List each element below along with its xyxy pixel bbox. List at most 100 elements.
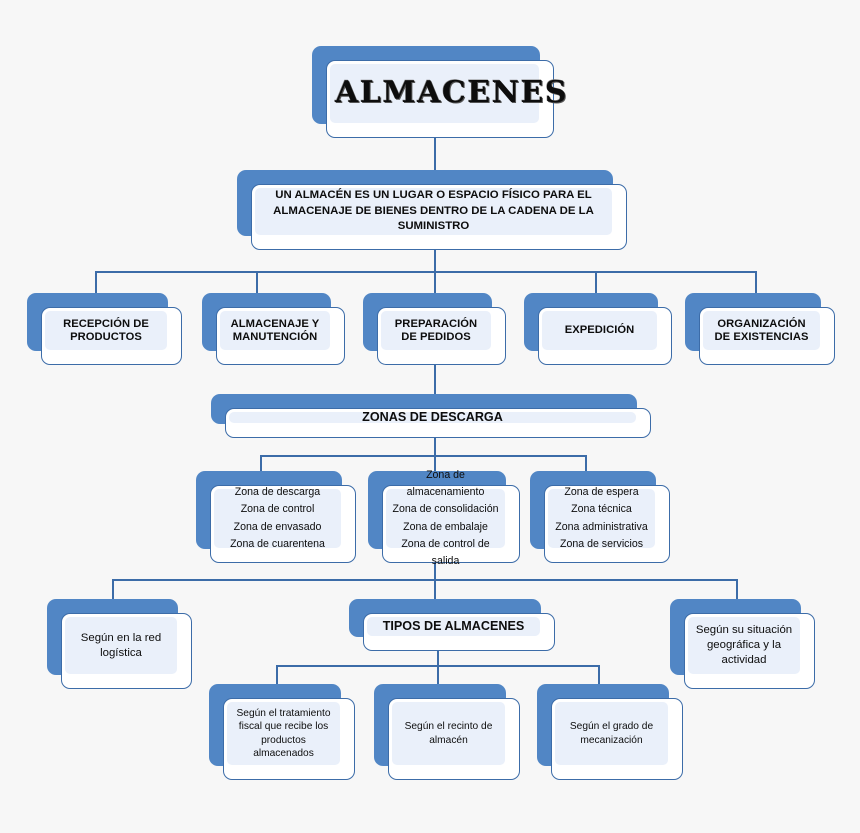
zone-item: Zona administrativa: [555, 520, 648, 533]
connector-pedidos-to-zones: [434, 365, 436, 395]
zone-item: Zona de servicios: [559, 537, 644, 550]
node-criterio-recinto-almacen[interactable]: Según el recinto de almacén: [374, 684, 520, 780]
connector-zonegroup2-down: [434, 562, 436, 580]
node-panel: ALMACENAJE Y MANUTENCIÓN: [220, 311, 330, 350]
node-criterio-red-logistica[interactable]: Según en la red logística: [47, 599, 192, 689]
connector-function-drop-4: [595, 271, 597, 294]
node-funcion-recepcion-de-productos[interactable]: RECEPCIÓN DE PRODUCTOS: [27, 293, 182, 365]
connector-criteria-drop-left: [112, 579, 114, 600]
node-almacenes-title[interactable]: ALMACENES: [312, 46, 569, 138]
node-panel: RECEPCIÓN DE PRODUCTOS: [45, 311, 167, 350]
connector-definition-down: [434, 248, 436, 272]
zone-item: Zona de control de salida: [401, 537, 490, 567]
node-funcion-almacenaje-y-manutencion[interactable]: ALMACENAJE Y MANUTENCIÓN: [202, 293, 345, 365]
connector-criteria-drop-right: [736, 579, 738, 600]
node-label: Según su situación geográfica y la activ…: [695, 624, 793, 666]
node-definition[interactable]: UN ALMACÉN ES UN LUGAR O ESPACIO FÍSICO …: [237, 170, 627, 250]
connector-zonegroup-drop-2: [434, 455, 436, 473]
node-panel: Según en la red logística: [65, 617, 177, 674]
connector-zonegroup-drop-1: [260, 455, 262, 473]
zone-item: Zona de espera: [564, 486, 639, 499]
node-label: ORGANIZACIÓN DE EXISTENCIAS: [714, 317, 809, 343]
node-criterio-tratamiento-fiscal[interactable]: Según el tratamiento fiscal que recibe l…: [209, 684, 355, 780]
node-panel: Según el tratamiento fiscal que recibe l…: [227, 702, 340, 765]
node-panel: PREPARACIÓN DE PEDIDOS: [381, 311, 491, 350]
zone-item: Zona de cuarentena: [230, 537, 325, 550]
node-label: Según el recinto de almacén: [404, 721, 493, 746]
node-card: Según el grado de mecanización: [551, 698, 683, 780]
connector-function-drop-1: [95, 271, 97, 294]
node-card: TIPOS DE ALMACENES: [363, 613, 555, 651]
connector-zonegroup-drop-3: [585, 455, 587, 473]
node-card: ZONAS DE DESCARGA: [225, 408, 651, 438]
node-card: Según en la red logística: [61, 613, 192, 689]
node-label: ZONAS DE DESCARGA: [362, 410, 503, 425]
connector-tipos-drop-1: [276, 665, 278, 685]
connector-tipos-drop-2: [437, 665, 439, 685]
node-label: Según en la red logística: [80, 631, 162, 659]
node-label: Según el tratamiento fiscal que recibe l…: [236, 708, 331, 759]
node-zonas-de-descarga[interactable]: ZONAS DE DESCARGA: [211, 394, 651, 438]
node-card: Según el tratamiento fiscal que recibe l…: [223, 698, 355, 780]
node-label: RECEPCIÓN DE PRODUCTOS: [63, 317, 149, 343]
node-card: ALMACENES: [326, 60, 569, 138]
node-panel: TIPOS DE ALMACENES: [367, 617, 540, 636]
node-card: Según su situación geográfica y la activ…: [684, 613, 815, 689]
node-card: Según el recinto de almacén: [388, 698, 520, 780]
zone-item: Zona de descarga: [234, 486, 321, 499]
node-panel: ZONAS DE DESCARGA: [229, 410, 636, 425]
connector-tipos-drop-3: [598, 665, 600, 685]
node-card: RECEPCIÓN DE PRODUCTOS: [41, 307, 182, 365]
connector-tipos-down: [437, 650, 439, 666]
zone-item: Zona de almacenamiento: [406, 469, 485, 499]
node-label: EXPEDICIÓN: [564, 324, 635, 336]
node-card: ALMACENAJE Y MANUTENCIÓN: [216, 307, 345, 365]
connector-zones-down: [434, 437, 436, 456]
node-label: PREPARACIÓN DE PEDIDOS: [394, 317, 478, 343]
node-panel: ALMACENES: [330, 64, 569, 123]
node-panel: EXPEDICIÓN: [542, 311, 657, 350]
node-panel: UN ALMACÉN ES UN LUGAR O ESPACIO FÍSICO …: [255, 188, 612, 235]
connector-function-drop-3: [434, 271, 436, 294]
connector-function-drop-5: [755, 271, 757, 294]
connector-functions-bus: [95, 271, 756, 273]
zone-item: Zona de envasado: [233, 520, 322, 533]
node-label: ALMACENAJE Y MANUTENCIÓN: [230, 317, 320, 343]
zone-item: Zona de consolidación: [392, 503, 499, 516]
node-funcion-organizacion-de-existencias[interactable]: ORGANIZACIÓN DE EXISTENCIAS: [685, 293, 835, 365]
node-panel: Según su situación geográfica y la activ…: [688, 617, 800, 674]
connector-zonegroups-bus: [260, 455, 586, 457]
connector-criteria-drop-center: [434, 579, 436, 600]
connector-criteria-bus: [112, 579, 736, 581]
connector-function-drop-2: [256, 271, 258, 294]
node-criterio-situacion-geografica[interactable]: Según su situación geográfica y la activ…: [670, 599, 815, 689]
node-criterio-grado-mecanizacion[interactable]: Según el grado de mecanización: [537, 684, 683, 780]
zone-item: Zona de control: [240, 503, 315, 516]
node-funcion-expedicion[interactable]: EXPEDICIÓN: [524, 293, 672, 365]
node-panel: Según el grado de mecanización: [555, 702, 668, 765]
node-card: ORGANIZACIÓN DE EXISTENCIAS: [699, 307, 835, 365]
node-card: PREPARACIÓN DE PEDIDOS: [377, 307, 506, 365]
node-funcion-preparacion-de-pedidos[interactable]: PREPARACIÓN DE PEDIDOS: [363, 293, 506, 365]
node-panel: Según el recinto de almacén: [392, 702, 505, 765]
zone-item: Zona técnica: [571, 503, 632, 516]
node-label: ALMACENES: [335, 75, 569, 111]
zone-item: Zona de embalaje: [403, 520, 488, 533]
node-card: UN ALMACÉN ES UN LUGAR O ESPACIO FÍSICO …: [251, 184, 627, 250]
node-label: TIPOS DE ALMACENES: [382, 619, 525, 634]
node-tipos-de-almacenes[interactable]: TIPOS DE ALMACENES: [349, 599, 555, 651]
node-label: UN ALMACÉN ES UN LUGAR O ESPACIO FÍSICO …: [273, 189, 594, 233]
